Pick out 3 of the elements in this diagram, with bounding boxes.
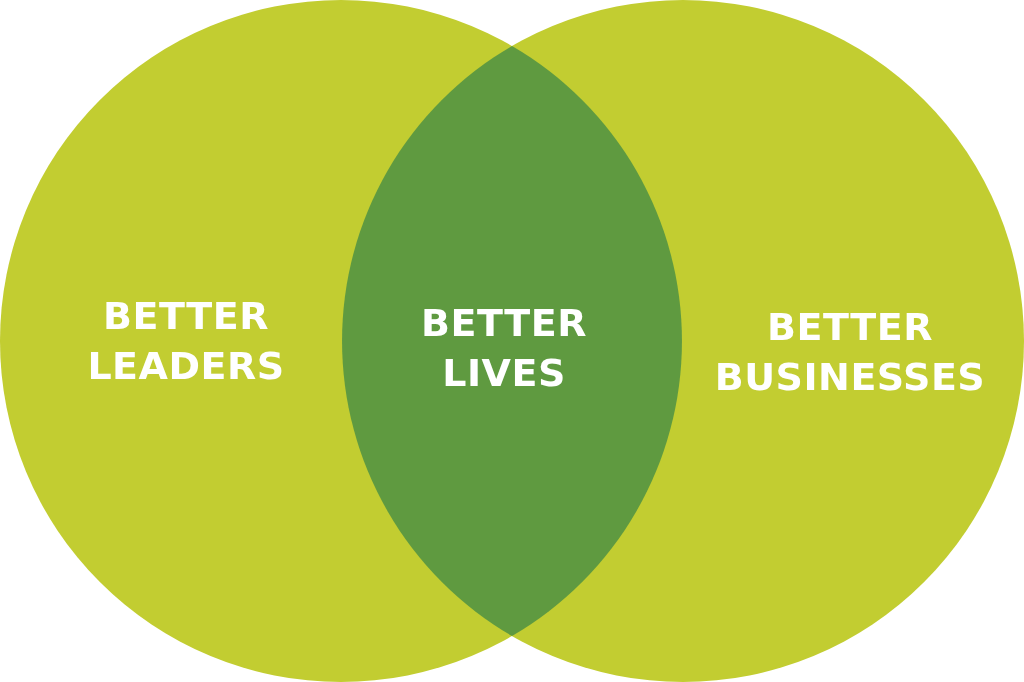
venn-label: BETTER LIVES bbox=[420, 299, 588, 397]
venn-label: BETTER LEADERS bbox=[86, 292, 286, 390]
venn-label: BETTER BUSINESSES bbox=[713, 303, 987, 401]
